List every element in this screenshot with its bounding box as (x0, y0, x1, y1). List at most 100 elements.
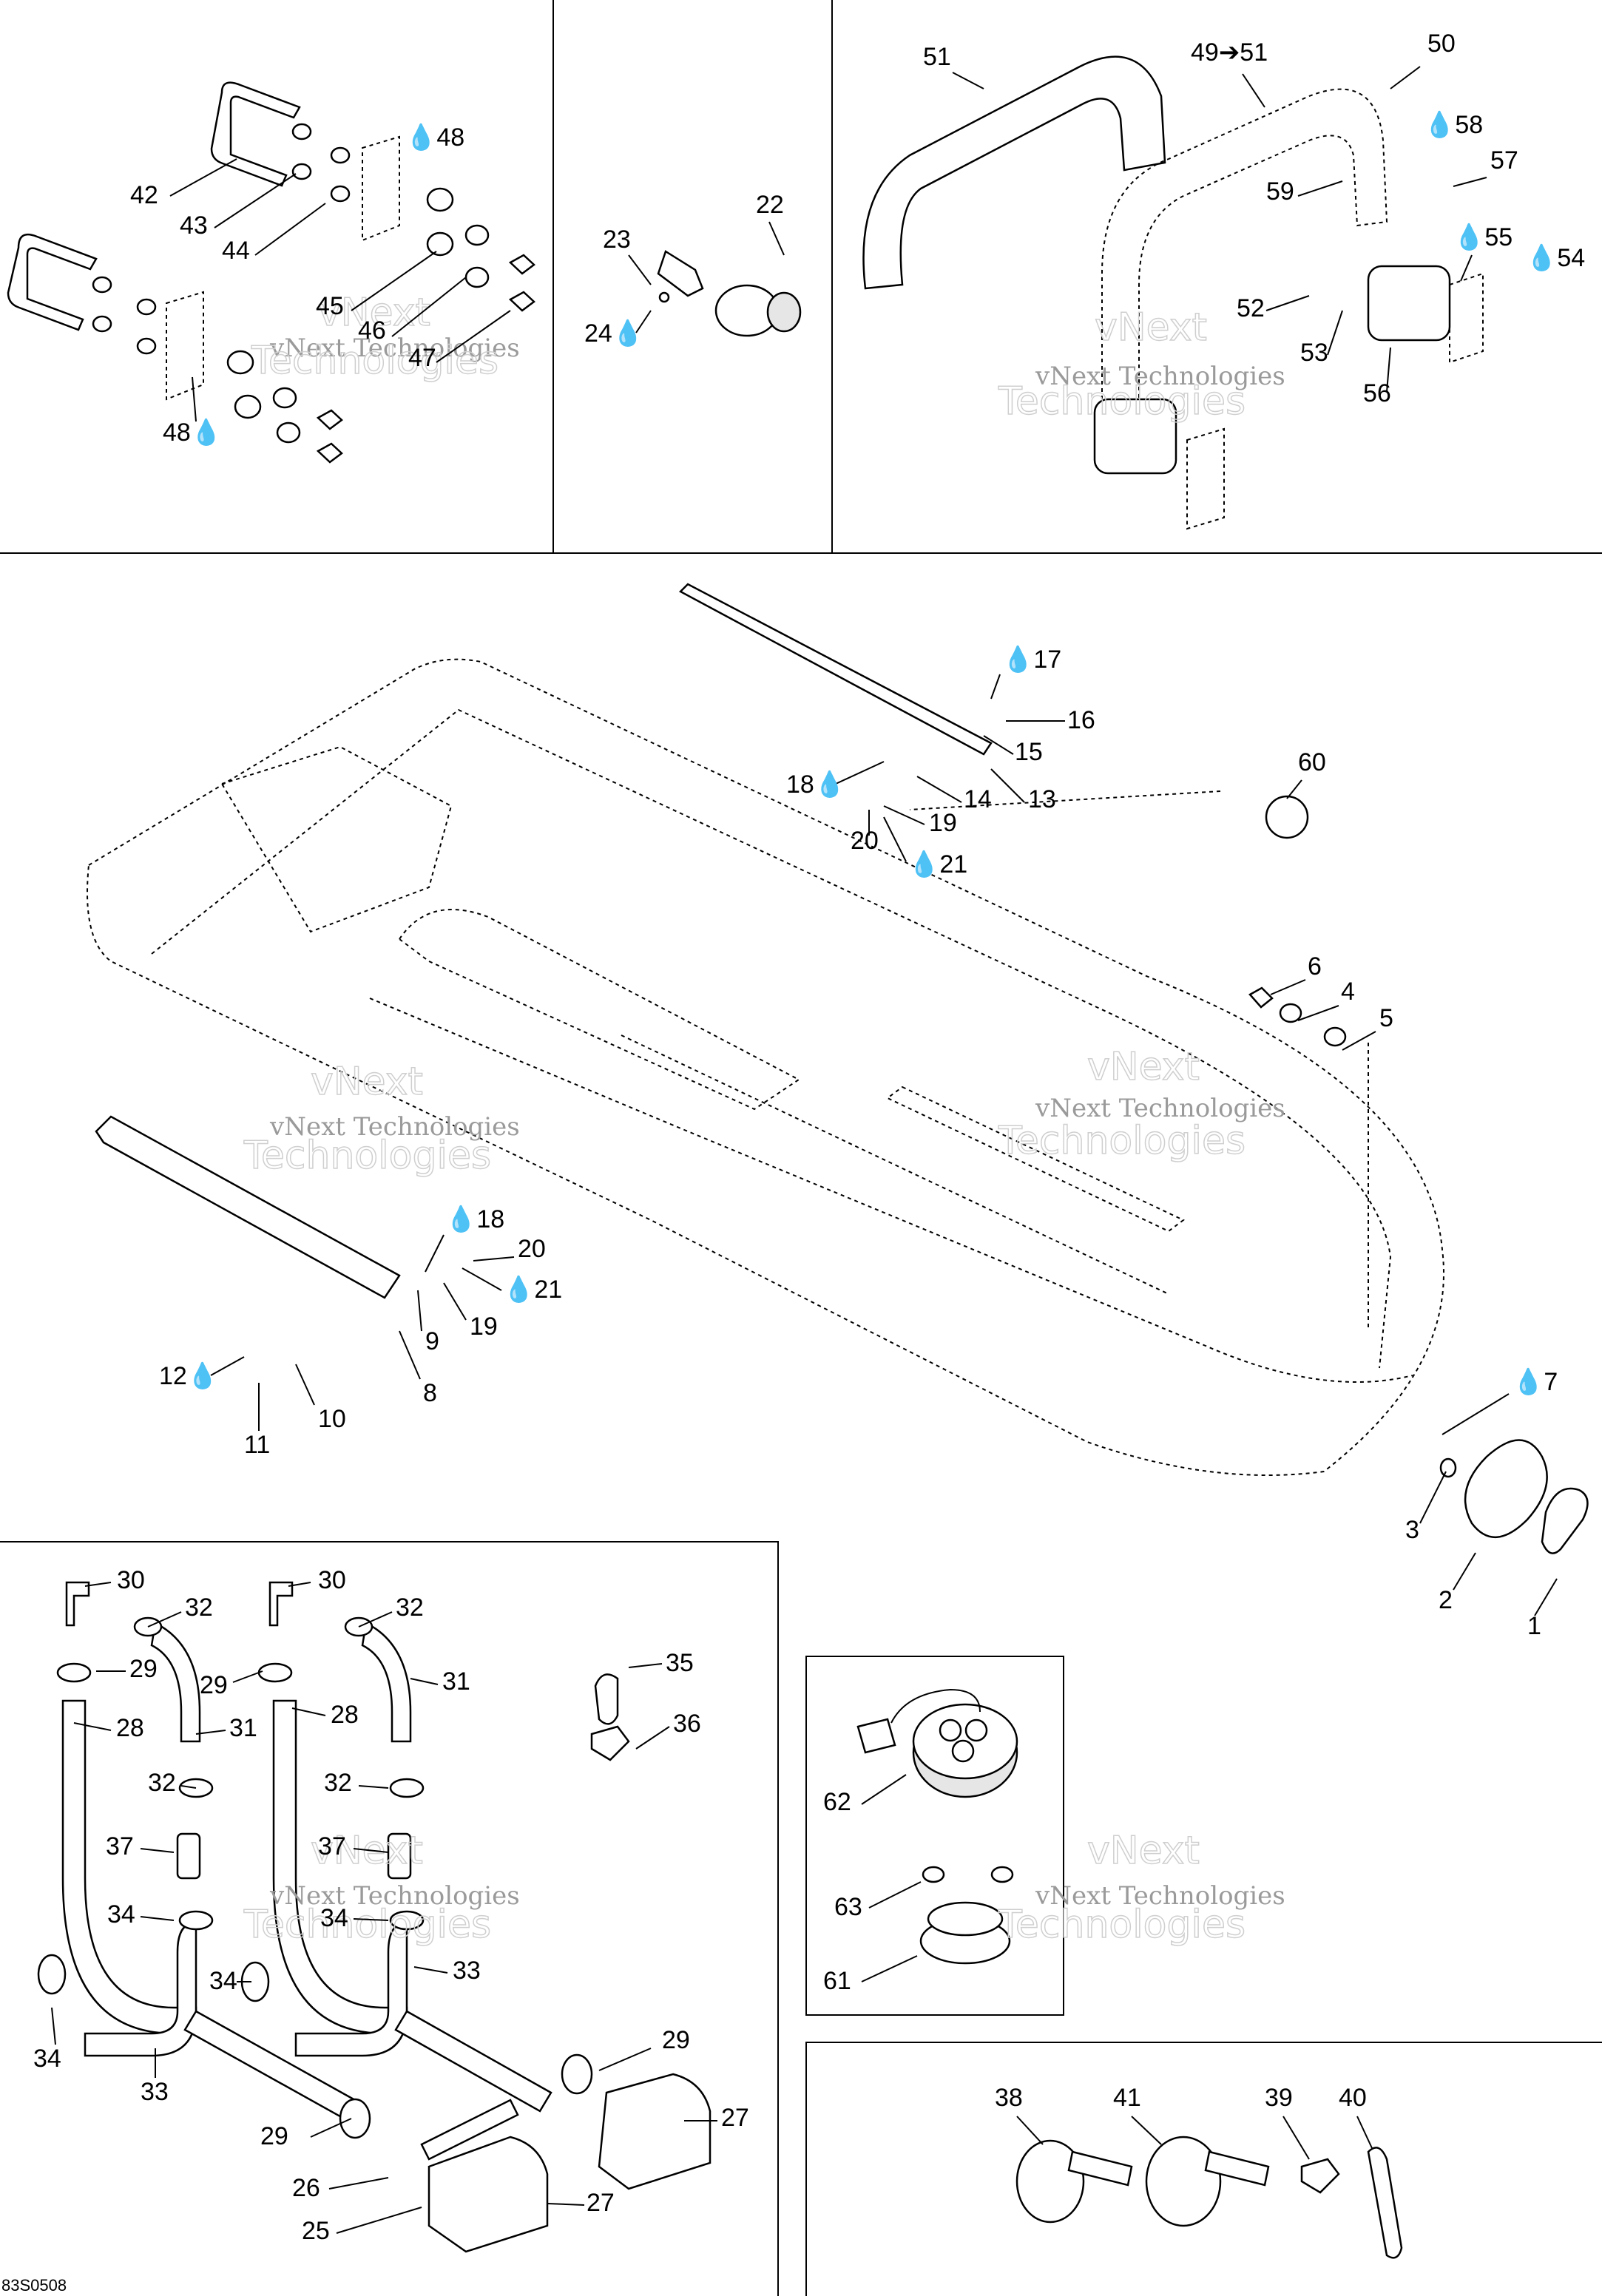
leader-line-c8 (399, 1330, 421, 1380)
leader-line-c52 (1265, 295, 1310, 311)
leader-line-c62 (861, 1774, 907, 1805)
callout-c20a: 20 (851, 827, 879, 855)
callout-c55: 💧55 (1453, 223, 1513, 251)
callout-c32c: 32 (396, 1594, 424, 1622)
callout-c34b: 34 (209, 1967, 237, 1995)
callout-c27b: 27 (587, 2189, 615, 2217)
leader-line-c13 (990, 768, 1025, 803)
leader-line-c7 (1442, 1393, 1510, 1435)
leader-line-c12 (210, 1356, 245, 1376)
callout-c30b: 30 (318, 1566, 346, 1594)
leader-line-c30a (84, 1582, 112, 1587)
leader-line-c31a (195, 1730, 226, 1735)
leader-line-c39 (1282, 2116, 1310, 2160)
callout-c45: 45 (316, 292, 344, 320)
leader-line-c55 (1460, 254, 1473, 282)
callout-c51a: 51 (923, 43, 951, 71)
callout-c48b: 48💧 (163, 418, 222, 447)
callout-c28a: 28 (116, 1714, 144, 1742)
callout-c47: 47 (408, 344, 436, 372)
leader-line-c21b (462, 1267, 502, 1291)
callout-c34d: 34 (320, 1904, 348, 1932)
leader-line-c27b (547, 2203, 585, 2206)
callout-c40: 40 (1339, 2084, 1367, 2112)
callout-c22: 22 (756, 191, 784, 219)
leader-line-c59 (1297, 180, 1343, 197)
callout-c57: 57 (1490, 146, 1518, 175)
callout-c32d: 32 (324, 1769, 352, 1797)
watermarks: vNext Technologies vNext Technologies vN… (243, 290, 1285, 1948)
svg-text:vNext: vNext (311, 1060, 423, 1104)
svg-text:vNext: vNext (1095, 305, 1207, 350)
callout-c29d: 29 (260, 2122, 288, 2150)
leader-line-c24 (635, 310, 652, 333)
callout-c5: 5 (1379, 1004, 1393, 1032)
drain-plug-panel (657, 250, 802, 337)
leader-line-c53 (1327, 310, 1343, 356)
callout-c13: 13 (1028, 785, 1056, 813)
leader-line-c10 (295, 1364, 315, 1406)
leader-line-c34a (140, 1916, 175, 1921)
handle-assembly-panel (7, 81, 535, 464)
diagram-code: 83S0508 (1, 2276, 67, 2295)
callout-c1: 1 (1527, 1612, 1541, 1640)
callout-c63: 63 (834, 1893, 862, 1921)
callout-c48a: 💧48 (405, 123, 464, 152)
callout-c2: 2 (1439, 1586, 1453, 1614)
callout-c3: 3 (1405, 1516, 1419, 1544)
leader-line-c4 (1297, 1005, 1339, 1021)
leader-line-c32c (358, 1611, 393, 1628)
callout-c11: 11 (244, 1431, 270, 1459)
leader-line-c22 (768, 221, 785, 256)
callout-c43: 43 (180, 211, 208, 240)
callout-c8: 8 (423, 1379, 437, 1407)
leader-line-c33b (413, 1966, 448, 1974)
callout-c37b: 37 (318, 1832, 346, 1860)
leader-line-c18a (835, 761, 885, 785)
leader-line-c37a (140, 1848, 175, 1853)
callout-c50: 50 (1427, 30, 1456, 58)
callout-c38: 38 (995, 2084, 1023, 2112)
leader-line-c47 (436, 310, 511, 363)
callout-c56: 56 (1363, 379, 1391, 407)
svg-text:vNext: vNext (1087, 1045, 1200, 1089)
callout-c14: 14 (964, 785, 992, 813)
callout-c35: 35 (666, 1649, 694, 1677)
leader-line-c28b (291, 1707, 326, 1716)
callout-c27a: 27 (721, 2104, 749, 2132)
callout-c29c: 29 (662, 2026, 690, 2054)
callout-c60: 60 (1298, 748, 1326, 776)
callout-c28b: 28 (331, 1701, 359, 1729)
vent-assembly-panel (856, 1688, 1018, 1965)
svg-text:vNext: vNext (311, 1829, 423, 1873)
svg-text:vNext: vNext (1087, 1829, 1200, 1873)
svg-text:Technologies: Technologies (243, 1903, 491, 1947)
leader-line-c4951 (1242, 73, 1265, 108)
svg-text:vNext Technologies: vNext Technologies (1035, 1881, 1285, 1911)
callout-c39: 39 (1265, 2084, 1293, 2112)
callout-c62: 62 (823, 1788, 851, 1816)
leader-line-c9 (417, 1290, 422, 1332)
leader-line-c36 (635, 1726, 670, 1750)
leader-line-c2 (1453, 1552, 1476, 1591)
grab-handle-panel (862, 55, 1484, 530)
leader-line-c60 (1286, 779, 1302, 799)
leader-line-c30b (288, 1582, 311, 1587)
leader-line-c31b (410, 1678, 439, 1685)
callout-c7: 💧7 (1513, 1367, 1558, 1396)
leader-line-c32a (147, 1611, 182, 1628)
leader-line-c43 (214, 173, 297, 228)
leader-line-c25 (336, 2207, 422, 2234)
callout-c21b: 💧21 (503, 1275, 562, 1304)
leader-line-c41 (1131, 2116, 1162, 2145)
callout-c59: 59 (1266, 177, 1294, 206)
svg-text:Technologies: Technologies (998, 1119, 1246, 1163)
callout-c18b: 💧18 (445, 1205, 504, 1233)
leader-line-c21a (883, 816, 907, 862)
callout-c33b: 33 (453, 1957, 481, 1985)
leader-line-c37b (353, 1848, 389, 1853)
callout-c25: 25 (302, 2217, 330, 2245)
callout-c53: 53 (1300, 339, 1328, 367)
svg-text:Technologies: Technologies (998, 379, 1246, 424)
callout-c17: 💧17 (1002, 645, 1061, 674)
